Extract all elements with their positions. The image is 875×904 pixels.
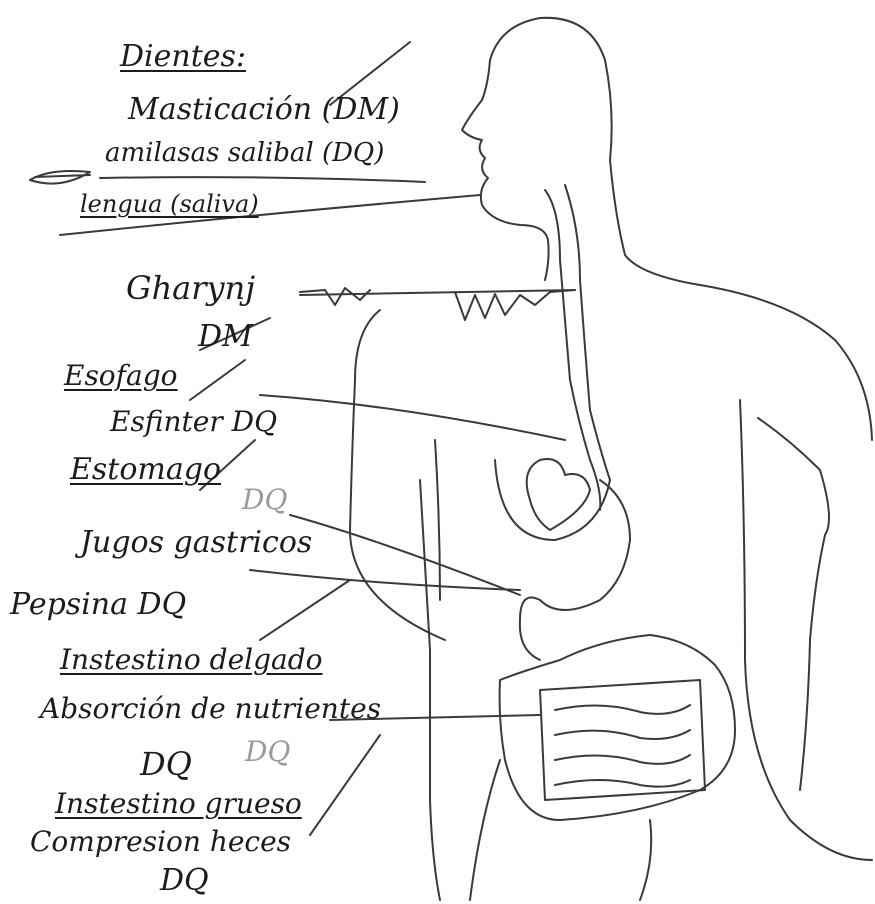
rectum-line: [640, 820, 651, 900]
label-esofago: Esofago: [64, 362, 178, 390]
pointer-esofago: [260, 395, 565, 440]
intestine-coil-2: [555, 730, 690, 739]
label-jugos: Jugos gastricos: [80, 528, 312, 558]
pointer-slash-6: [310, 735, 380, 835]
stomach-outline: [520, 480, 630, 660]
head-outline: [490, 18, 872, 440]
arm-outer: [740, 400, 872, 860]
label-intestino-grueso: Instestino grueso: [55, 790, 302, 818]
label-estomago: Estomago: [70, 455, 221, 485]
pointer-amilasas: [100, 177, 425, 182]
label-dq-marker-lower: DQ: [245, 738, 290, 766]
label-lengua: lengua (saliva): [80, 192, 259, 216]
arm-inner: [758, 418, 829, 790]
label-faringe: Gharynj: [126, 272, 255, 304]
label-compresion: Compresion heces: [30, 828, 291, 856]
label-pepsina: Pepsina DQ: [10, 590, 186, 620]
pointer-jugos: [290, 515, 520, 595]
face-profile: [462, 60, 549, 280]
esophagus-line-right: [565, 185, 610, 480]
large-intestine-outline: [500, 635, 735, 820]
label-esfinter: Esfinter DQ: [110, 408, 277, 436]
label-amilasas: amilasas salibal (DQ): [105, 140, 384, 166]
intestine-coil-1: [555, 705, 690, 714]
pointer-slash-3: [190, 360, 245, 400]
label-faringe-dm: DM: [198, 322, 253, 352]
spine-left: [420, 480, 440, 900]
label-absorcion: Absorción de nutrientes: [40, 695, 381, 723]
spine-right: [435, 440, 440, 600]
intestine-coil-4: [555, 780, 690, 787]
scribble-left-top: [30, 171, 90, 184]
label-dq-bottom: DQ: [160, 866, 209, 896]
pointer-slash-5: [260, 580, 350, 640]
heart-shape: [527, 459, 590, 530]
label-dientes: Dientes:: [120, 42, 246, 72]
lower-body-line: [470, 760, 500, 900]
torso-left: [350, 310, 445, 640]
label-dq-marker-upper: DQ: [242, 486, 287, 514]
label-intestino-delgado: Instestino delgado: [60, 646, 323, 674]
intestine-coil-3: [555, 755, 690, 764]
label-masticacion: Masticación (DM): [128, 95, 400, 125]
esophagus-line-left: [545, 190, 600, 510]
label-dq-left: DQ: [140, 748, 192, 780]
